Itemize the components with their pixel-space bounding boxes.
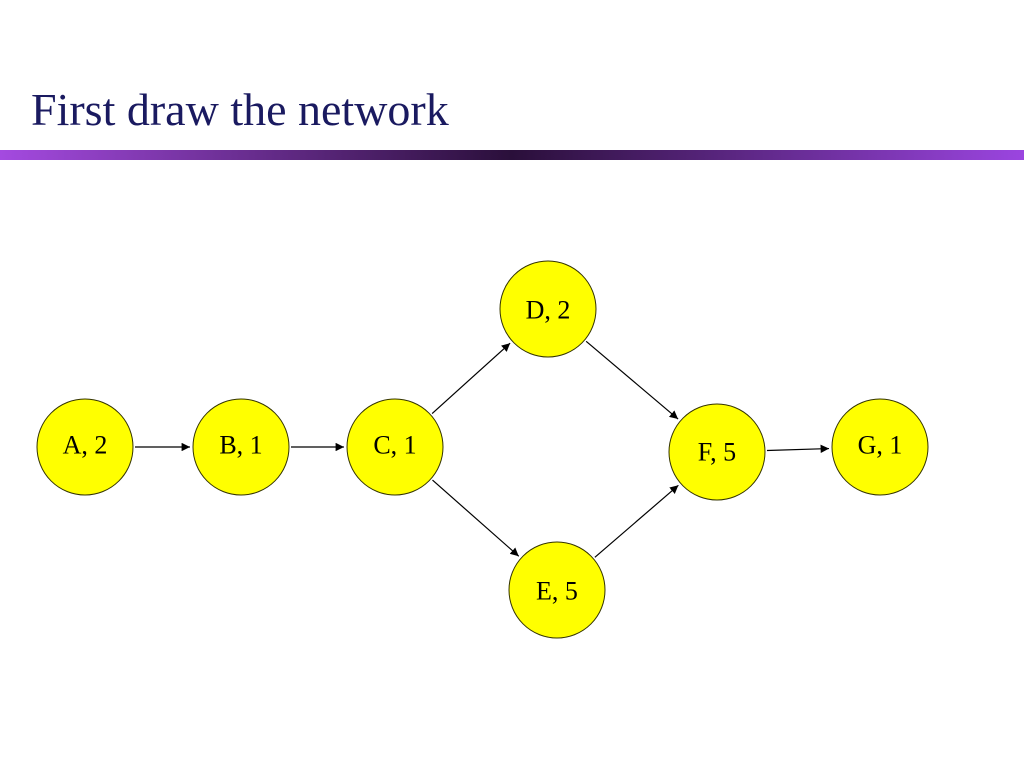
slide-title: First draw the network <box>31 84 449 135</box>
edge-c-to-d <box>431 342 511 414</box>
node-circle-e <box>508 541 606 639</box>
node-g: G, 1 <box>831 398 929 496</box>
node-label-d: D, 2 <box>526 296 571 325</box>
node-circle-a <box>36 398 134 496</box>
node-label-e: E, 5 <box>536 577 578 606</box>
node-circle-d <box>499 260 597 358</box>
node-circle-c <box>346 398 444 496</box>
node-label-f: F, 5 <box>698 438 736 467</box>
node-e: E, 5 <box>508 541 606 639</box>
edges-layer <box>135 340 830 558</box>
node-a: A, 2 <box>36 398 134 496</box>
node-circle-b <box>192 398 290 496</box>
title-divider <box>0 150 1024 160</box>
node-b: B, 1 <box>192 398 290 496</box>
edge-c-to-e <box>432 479 520 557</box>
node-f: F, 5 <box>668 403 766 501</box>
edge-d-to-f <box>585 340 679 420</box>
node-circle-f <box>668 403 766 501</box>
edge-e-to-f <box>594 484 679 558</box>
node-label-g: G, 1 <box>858 431 903 460</box>
nodes-layer: A, 2 B, 1 C, 1 D, 2 E, 5 F, 5 G, 1 <box>36 260 929 639</box>
node-label-a: A, 2 <box>63 431 108 460</box>
node-circle-g <box>831 398 929 496</box>
node-label-c: C, 1 <box>373 431 416 460</box>
node-d: D, 2 <box>499 260 597 358</box>
node-label-b: B, 1 <box>219 431 262 460</box>
edge-f-to-g <box>766 444 830 454</box>
node-c: C, 1 <box>346 398 444 496</box>
